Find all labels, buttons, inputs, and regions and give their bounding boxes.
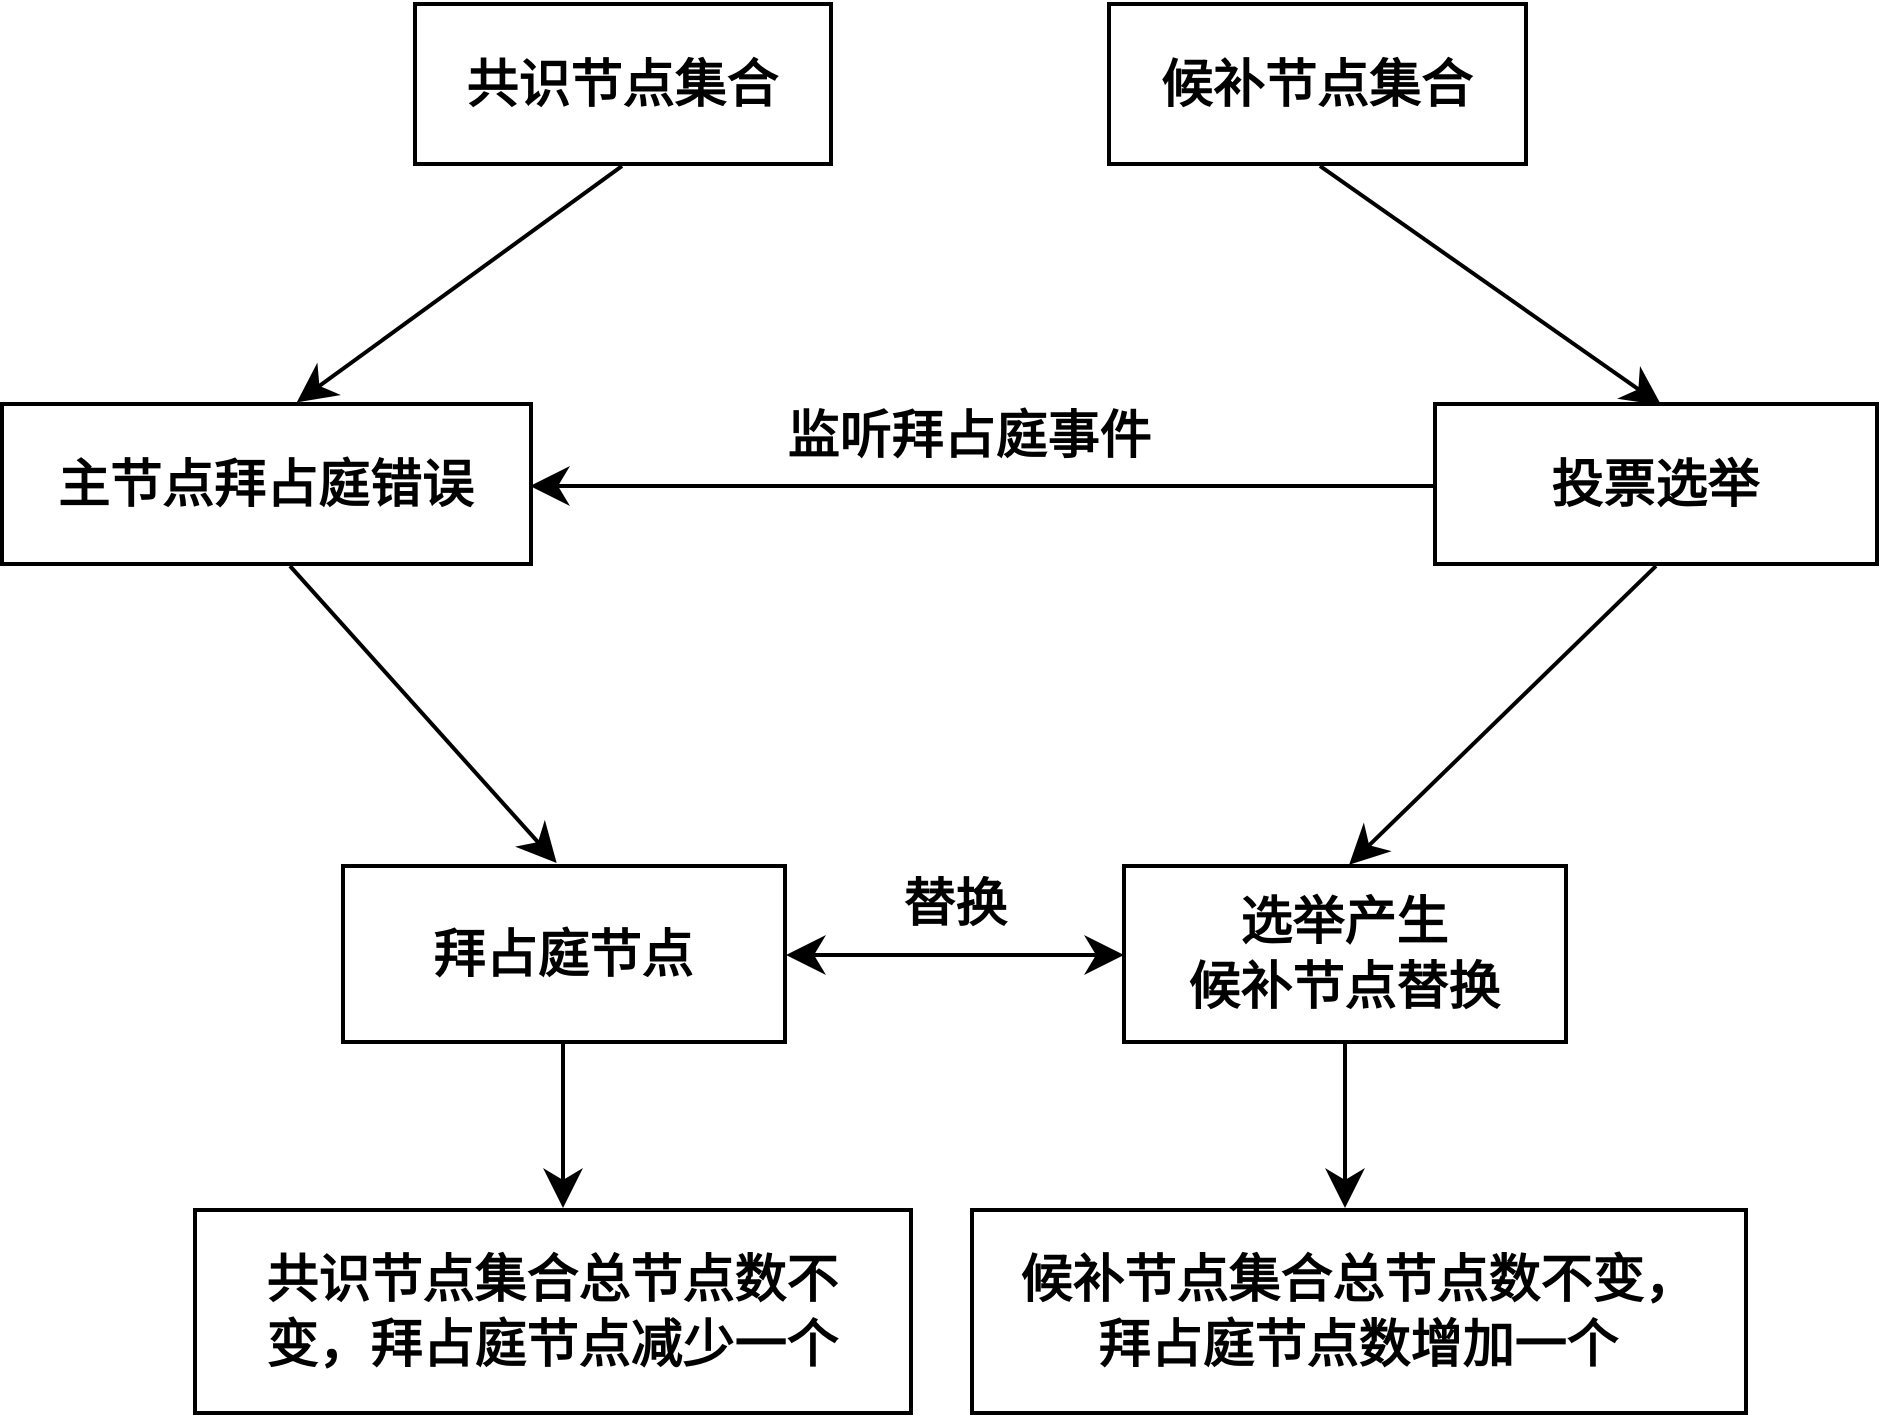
voting-node: 投票选举	[1433, 402, 1879, 566]
candidate-set-label: 候补节点集合	[1161, 53, 1474, 115]
candidate-result-line-2: 拜占庭节点数增加一个	[1098, 1313, 1619, 1375]
arrow-fault-to-byzantine	[288, 564, 557, 863]
consensus-set-node: 共识节点集合	[413, 2, 833, 166]
listen-edge-label: 监听拜占庭事件	[788, 405, 1153, 466]
consensus-result-node: 共识节点集合总节点数不 变，拜占庭节点减少一个	[193, 1208, 913, 1415]
consensus-result-line-2: 变，拜占庭节点减少一个	[266, 1313, 839, 1375]
byzantine-node: 拜占庭节点	[341, 864, 787, 1044]
primary-fault-label: 主节点拜占庭错误	[58, 453, 475, 515]
arrow-candidate-to-voting	[1318, 164, 1662, 406]
candidate-result-line-1: 候补节点集合总节点数不变，	[1020, 1248, 1697, 1310]
primary-fault-node: 主节点拜占庭错误	[0, 402, 533, 566]
consensus-result-line-1: 共识节点集合总节点数不	[266, 1248, 839, 1310]
consensus-set-label: 共识节点集合	[466, 53, 779, 115]
replace-edge-label: 替换	[904, 873, 1009, 934]
candidate-set-node: 候补节点集合	[1107, 2, 1528, 166]
elect-replace-node: 选举产生 候补节点替换	[1122, 864, 1568, 1044]
arrow-consensus-to-fault	[296, 164, 624, 403]
elect-replace-line-2: 候补节点替换	[1188, 956, 1501, 1017]
elect-replace-line-1: 选举产生	[1240, 891, 1449, 952]
arrow-voting-to-elect	[1349, 564, 1658, 865]
byzantine-node-label: 拜占庭节点	[433, 923, 694, 985]
voting-label: 投票选举	[1551, 453, 1760, 515]
candidate-result-node: 候补节点集合总节点数不变， 拜占庭节点数增加一个	[970, 1208, 1748, 1415]
